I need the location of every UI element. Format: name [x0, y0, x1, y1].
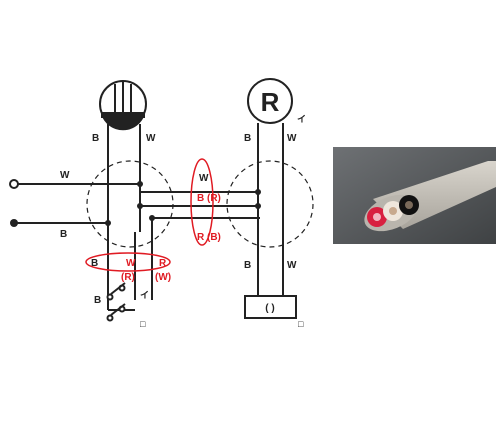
switch-left-label: B: [94, 295, 101, 306]
cable-cross-section-photo: [333, 147, 496, 244]
receptacle-bottom-right-label: W: [287, 260, 297, 271]
lower-b-label: B: [91, 258, 98, 269]
lower-paren-r-label: (R): [121, 272, 135, 283]
red-core: [367, 207, 387, 227]
wires: [17, 123, 284, 311]
device-box: [244, 295, 297, 319]
black-core: [399, 195, 419, 215]
device-square: □: [298, 319, 304, 329]
line-w-label: W: [60, 170, 70, 181]
mid-top-label: W: [199, 173, 209, 184]
receptacle-symbol-text: R: [261, 87, 280, 117]
lower-paren-w-label: (W): [155, 272, 171, 283]
lamp-right-label: W: [146, 133, 156, 144]
receptacle-mark: イ: [297, 114, 306, 124]
receptacle-r-icon: R: [247, 78, 293, 124]
lamp-left-label: B: [92, 133, 99, 144]
mid-b-r-label: B (R): [197, 193, 221, 204]
open-terminal-icon: [9, 179, 19, 189]
lower-r-label: R: [159, 258, 167, 269]
lamp-symbol-icon: [99, 80, 147, 131]
junction-dots: [105, 181, 261, 226]
switch-symbol-icon: [106, 282, 126, 322]
switch-square: □: [140, 319, 146, 329]
receptacle-top-left-label: B: [244, 133, 251, 144]
lower-highlight-ellipse: [85, 252, 171, 272]
left-junction-box: [86, 160, 174, 248]
filled-terminal-icon: [10, 219, 18, 227]
mid-highlight-ellipse: [190, 158, 214, 246]
receptacle-top-right-label: W: [287, 133, 297, 144]
receptacle-bottom-left-label: B: [244, 260, 251, 271]
switch-mark: イ: [140, 290, 149, 300]
white-core: [383, 201, 403, 221]
line-b-label: B: [60, 229, 67, 240]
lower-w-label: W: [126, 258, 136, 269]
mid-r-b-label: R (B): [197, 232, 221, 243]
device-box-text: ( ): [265, 303, 274, 314]
right-junction-box: [226, 160, 314, 248]
